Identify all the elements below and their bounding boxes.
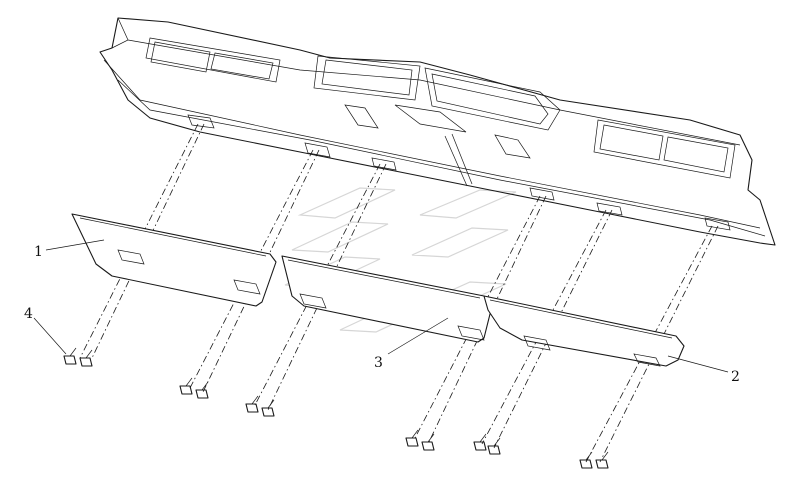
callout-leaders <box>33 239 729 373</box>
callout-2: 2 <box>731 369 740 385</box>
cover-plate-1 <box>71 213 277 307</box>
callout-1: 1 <box>34 244 43 260</box>
cover-plate-3 <box>281 255 493 343</box>
cover-plate-2 <box>483 295 685 367</box>
screws <box>63 347 609 469</box>
dashboard-housing <box>99 17 776 246</box>
callout-4: 4 <box>24 306 33 322</box>
callout-3: 3 <box>374 355 383 371</box>
